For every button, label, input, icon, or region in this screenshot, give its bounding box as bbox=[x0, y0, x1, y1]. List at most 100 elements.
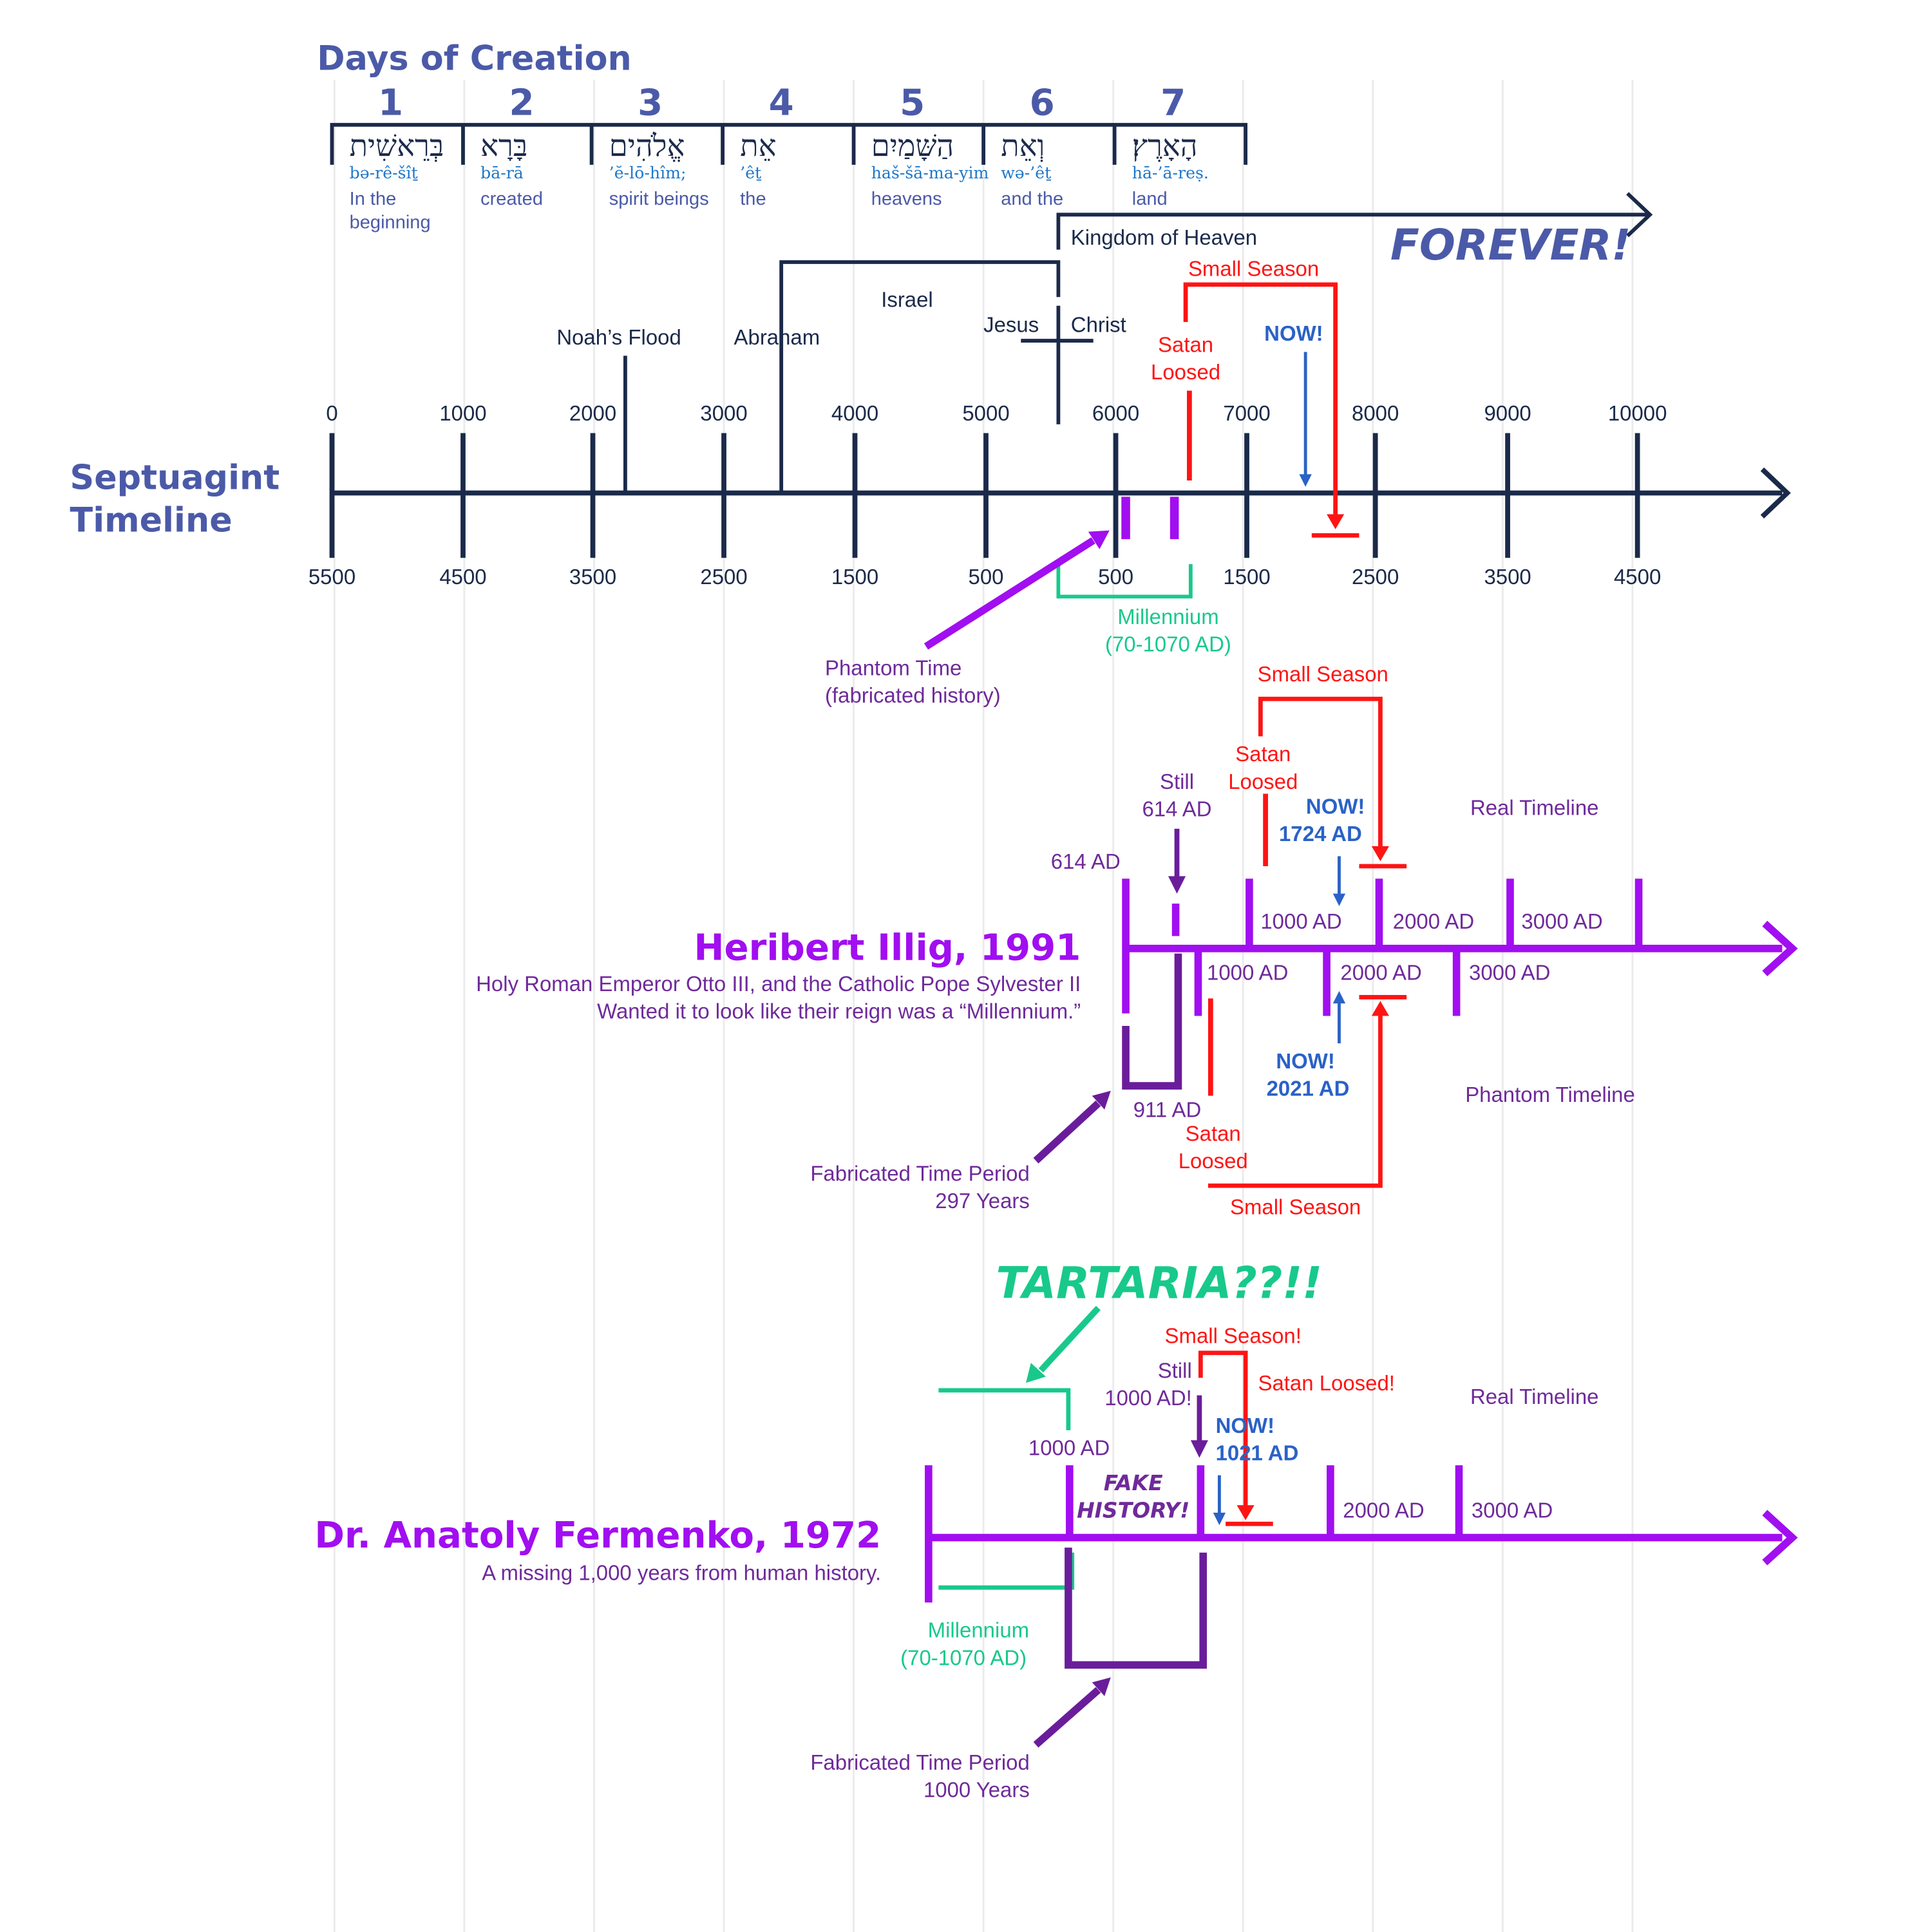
fomenko-fabricated-bracket bbox=[1065, 1548, 1208, 1669]
illig-small-season-top-bracket bbox=[1258, 696, 1383, 846]
illig-911-label: 911 AD bbox=[1133, 1097, 1202, 1121]
day-transliteration: ’ĕ-lō-hîm; bbox=[609, 164, 687, 182]
day-number: 2 bbox=[509, 82, 535, 124]
phantom-time-arrow bbox=[923, 537, 1095, 650]
fomenko-still-pointer-head bbox=[1190, 1440, 1208, 1458]
septuagint-ticks: 0550010004500200035003000250040001500500… bbox=[308, 401, 1667, 589]
fomenko-millennium-line1: Millennium bbox=[928, 1618, 1029, 1642]
illig-small-season-bottom-bracket bbox=[1208, 1013, 1383, 1188]
fomenko-fabricated-arrow bbox=[1033, 1687, 1101, 1748]
noahs-flood-label: Noah’s Flood bbox=[556, 325, 681, 349]
day-translation: created bbox=[480, 189, 543, 209]
fomenko-desc: A missing 1,000 years from human history… bbox=[482, 1560, 881, 1584]
days-of-creation: Days of Creation 1בְּרֵאשִׁיתbə-rê-šîṯIn… bbox=[317, 39, 1248, 233]
illig-now-bottom-pointer-head bbox=[1332, 990, 1346, 1004]
illig-phantom-timeline: Phantom Timeline bbox=[1465, 1083, 1635, 1106]
septuagint-date-label: 4500 bbox=[439, 565, 486, 589]
illig-real-year-label: 2000 AD bbox=[1393, 909, 1474, 933]
day-translation: heavens bbox=[871, 189, 942, 209]
fomenko-timeline: TARTARIA??!! Small Season! Satan Loosed!… bbox=[314, 1258, 1798, 1802]
fomenko-now-line1: NOW! bbox=[1216, 1414, 1274, 1437]
day-translation: beginning bbox=[350, 213, 431, 233]
satan-loosed-line1: Satan bbox=[1158, 333, 1213, 357]
septuagint-date-label: 1500 bbox=[831, 565, 878, 589]
fomenko-now-line2: 1021 AD bbox=[1216, 1441, 1299, 1464]
septuagint-axis-arrowhead bbox=[1760, 467, 1791, 519]
kingdom-bracket bbox=[1056, 213, 1648, 250]
illig-small-season-top-arrowhead bbox=[1371, 846, 1389, 862]
septuagint-date-label: 1500 bbox=[1223, 565, 1270, 589]
septuagint-date-label: 2500 bbox=[1352, 565, 1399, 589]
septuagint-year-label: 10000 bbox=[1608, 401, 1667, 425]
illig-satan-loosed-bottom-line1: Satan bbox=[1186, 1121, 1241, 1145]
septuagint-timeline: Septuagint Timeline 05500100045002000350… bbox=[70, 192, 1791, 707]
illig-fabricated-line1: Fabricated Time Period bbox=[810, 1161, 1030, 1185]
phantom-time-line2: (fabricated history) bbox=[825, 683, 1001, 707]
illig-now-top-line2: 1724 AD bbox=[1279, 822, 1362, 846]
satan-loosed-line2: Loosed bbox=[1151, 360, 1220, 384]
fomenko-axis-arrowhead bbox=[1762, 1510, 1798, 1566]
illig-now-top-line1: NOW! bbox=[1306, 795, 1365, 819]
septuagint-year-label: 0 bbox=[326, 401, 337, 425]
fomenko-fabricated-line1: Fabricated Time Period bbox=[810, 1750, 1030, 1774]
fomenko-real-timeline: Real Timeline bbox=[1470, 1385, 1599, 1408]
illig-small-season-bottom-arrowhead bbox=[1371, 1001, 1389, 1016]
illig-phantom-year-label: 2000 AD bbox=[1340, 960, 1421, 984]
illig-desc-line2: Wanted it to look like their reign was a… bbox=[597, 999, 1081, 1023]
fake-history-line1: FAKE bbox=[1104, 1470, 1163, 1495]
illig-phantom-year-label: 1000 AD bbox=[1207, 960, 1288, 984]
illig-satan-loosed-top-line2: Loosed bbox=[1228, 770, 1298, 793]
fomenko-year-label: 2000 AD bbox=[1343, 1499, 1424, 1522]
septuagint-year-label: 5000 bbox=[962, 401, 1009, 425]
day-hebrew-word: בָּרָא bbox=[480, 128, 527, 163]
day-transliteration: ’êṯ bbox=[740, 164, 761, 182]
day-hebrew-word: בְּרֵאשִׁית bbox=[350, 128, 444, 163]
creation-title: Days of Creation bbox=[317, 39, 632, 79]
israel-bracket bbox=[779, 260, 1061, 493]
illig-fabricated-bracket bbox=[1122, 953, 1182, 1090]
illig-timeline: Small Season Satan Loosed Still 614 AD N… bbox=[476, 662, 1798, 1219]
septuagint-year-label: 7000 bbox=[1223, 401, 1270, 425]
kingdom-arrowhead bbox=[1626, 192, 1653, 238]
illig-still-line1: Still bbox=[1160, 770, 1194, 793]
day-translation: spirit beings bbox=[609, 189, 709, 209]
day-hebrew-word: הָאָרֶץ׃ bbox=[1132, 128, 1198, 163]
illig-satan-loosed-bottom-line2: Loosed bbox=[1179, 1149, 1248, 1173]
illig-small-season-bottom: Small Season bbox=[1230, 1195, 1361, 1219]
forever-label: FOREVER! bbox=[1390, 220, 1631, 270]
day-number: 5 bbox=[900, 82, 925, 124]
illig-still-pointer-head bbox=[1168, 876, 1186, 894]
day-hebrew-word: וְאֵת bbox=[1001, 128, 1045, 163]
septuagint-year-label: 3000 bbox=[700, 401, 747, 425]
day-number: 6 bbox=[1030, 82, 1055, 124]
illig-now-top-pointer-head bbox=[1332, 893, 1346, 906]
day-transliteration: haš-šā-ma-yim bbox=[871, 164, 989, 182]
day-transliteration: hā-’ā-reṣ. bbox=[1132, 164, 1209, 182]
day-transliteration: wə-’êṯ bbox=[1001, 164, 1051, 182]
fomenko-year-label: 3000 AD bbox=[1472, 1499, 1553, 1522]
illig-fabricated-arrow bbox=[1033, 1100, 1101, 1164]
illig-start-label: 614 AD bbox=[1051, 849, 1121, 873]
illig-real-year-label: 3000 AD bbox=[1521, 909, 1602, 933]
illig-satan-loosed-top-line1: Satan bbox=[1235, 742, 1291, 766]
fomenko-small-season: Small Season! bbox=[1165, 1323, 1302, 1347]
illig-now-bottom-line1: NOW! bbox=[1276, 1049, 1334, 1073]
christ-label: Christ bbox=[1071, 313, 1126, 337]
phantom-time-arrowhead bbox=[1088, 530, 1110, 549]
fomenko-still-line2: 1000 AD! bbox=[1104, 1386, 1192, 1410]
fomenko-title: Dr. Anatoly Fermenko, 1972 bbox=[314, 1515, 881, 1557]
day-number: 7 bbox=[1160, 82, 1186, 124]
day-translation: In the bbox=[350, 189, 397, 209]
septuagint-date-label: 500 bbox=[969, 565, 1004, 589]
septuagint-date-label: 4500 bbox=[1614, 565, 1661, 589]
septuagint-year-label: 2000 bbox=[569, 401, 616, 425]
day-number: 1 bbox=[378, 82, 403, 124]
small-season-label: Small Season bbox=[1188, 256, 1319, 280]
illig-real-timeline: Real Timeline bbox=[1470, 796, 1599, 820]
illig-fabricated-line2: 297 Years bbox=[935, 1189, 1030, 1213]
creation-bracket bbox=[330, 122, 1248, 165]
illig-real-year-label: 1000 AD bbox=[1260, 909, 1341, 933]
illig-fabricated-arrowhead bbox=[1092, 1090, 1111, 1110]
day-hebrew-word: אֱלֹהִים bbox=[609, 128, 685, 163]
septuagint-date-label: 2500 bbox=[700, 565, 747, 589]
